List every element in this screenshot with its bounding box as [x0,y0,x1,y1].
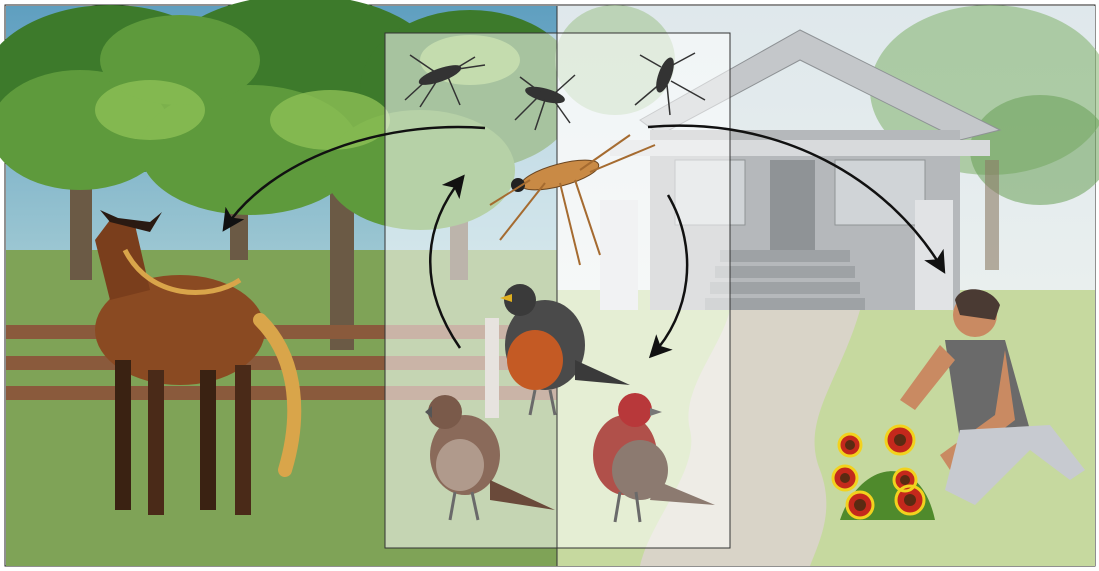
transmission-cycle-diagram [0,0,1099,571]
